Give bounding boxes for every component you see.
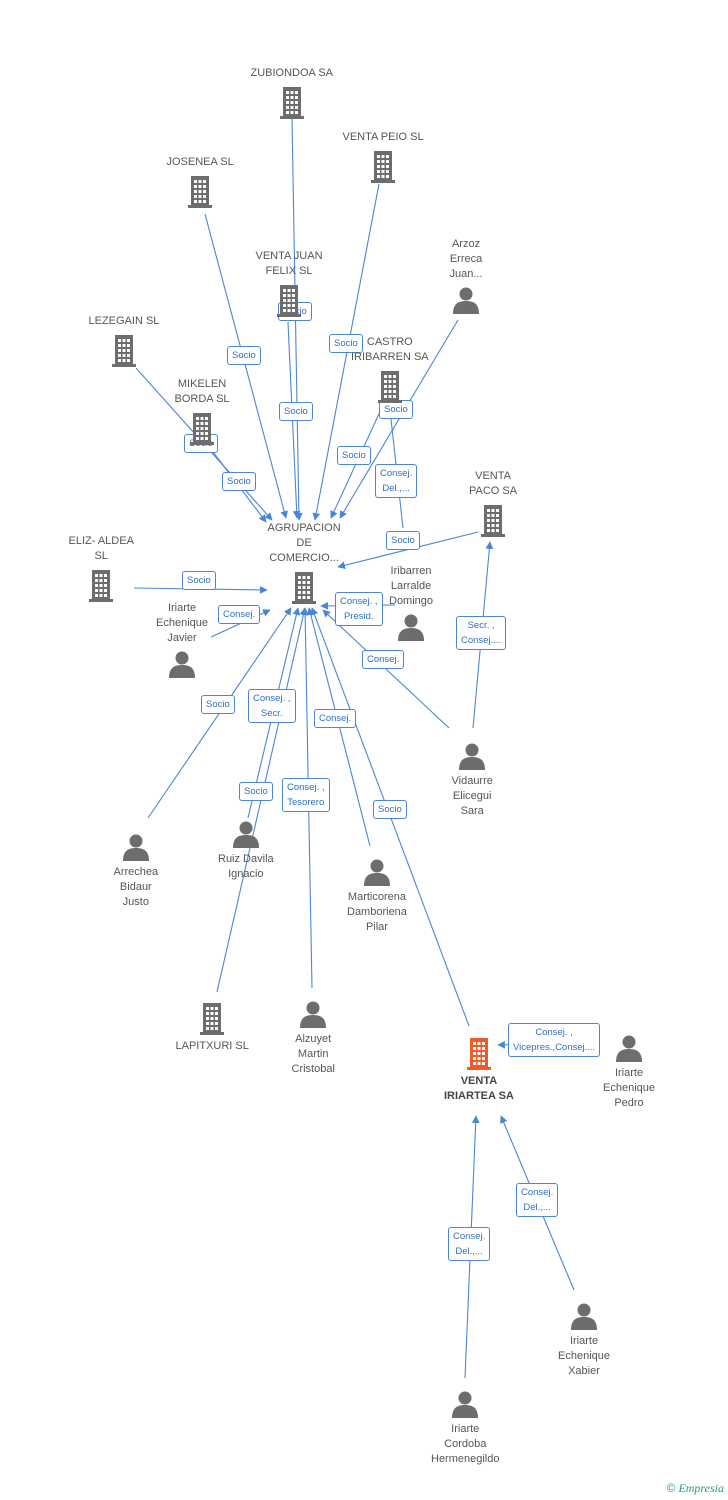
node-label: Alzuyet Martin Cristobal bbox=[291, 1033, 335, 1075]
node-label: AGRUPACION DE COMERCIO... bbox=[267, 522, 341, 564]
edge-label-iriarte_javier-to-agrupacion[interactable]: Consej. bbox=[218, 604, 261, 624]
node-label: Arrechea Bidaur Justo bbox=[113, 866, 159, 908]
edge-label-lezegain-to-agrupacion[interactable]: Socio bbox=[222, 471, 256, 491]
node-zubiondoa[interactable]: ZUBIONDOA SA bbox=[251, 66, 334, 81]
node-label: JOSENEA SL bbox=[166, 156, 234, 168]
building-icon bbox=[481, 503, 505, 542]
edge-label-josenea-to-agrupacion[interactable]: Socio bbox=[227, 345, 261, 365]
node-iriarte_xabier[interactable]: Iriarte Echenique Xabier bbox=[558, 1334, 610, 1379]
building-icon bbox=[467, 1036, 491, 1075]
person-icon bbox=[397, 613, 425, 646]
person-icon bbox=[122, 833, 150, 866]
edge-josenea-to-agrupacion bbox=[204, 213, 288, 519]
copyright-symbol: © bbox=[666, 1481, 676, 1495]
node-venta_peio[interactable]: VENTA PEIO SL bbox=[343, 130, 424, 145]
person-icon bbox=[363, 858, 391, 891]
node-label: Arzoz Erreca Juan... bbox=[449, 238, 483, 280]
node-alzuyet[interactable]: Alzuyet Martin Cristobal bbox=[292, 1032, 335, 1077]
building-icon bbox=[378, 369, 402, 408]
building-icon bbox=[89, 568, 113, 607]
node-label: Vidaurre Elicegui Sara bbox=[451, 775, 493, 817]
person-icon bbox=[452, 286, 480, 319]
building-icon bbox=[292, 570, 316, 609]
edge-label-eliz_aldea-to-agrupacion[interactable]: Socio bbox=[182, 570, 216, 590]
person-icon bbox=[458, 742, 486, 775]
node-eliz_aldea[interactable]: ELIZ- ALDEA SL bbox=[69, 534, 134, 564]
edge-label-arrechea-to-agrupacion[interactable]: Socio bbox=[201, 694, 235, 714]
node-iriarte_pedro[interactable]: Iriarte Echenique Pedro bbox=[603, 1066, 655, 1111]
node-ruiz[interactable]: Ruiz Davila Ignacio bbox=[218, 852, 274, 882]
node-label: VENTA PEIO SL bbox=[342, 131, 424, 143]
edge-label-venta_paco-to-agrupacion[interactable]: Socio bbox=[386, 530, 420, 550]
node-label: Iriarte Echenique Xabier bbox=[558, 1335, 610, 1377]
node-label: VENTA PACO SA bbox=[469, 470, 518, 497]
node-mikelen[interactable]: MIKELEN BORDA SL bbox=[175, 377, 230, 407]
node-label: VENTA JUAN FELIX SL bbox=[255, 250, 323, 277]
node-label: ZUBIONDOA SA bbox=[250, 67, 334, 79]
building-icon bbox=[277, 283, 301, 322]
edge-label-iriarte_xabier-to-venta_iriartea[interactable]: Consej. Del.,... bbox=[516, 1183, 559, 1217]
node-arrechea[interactable]: Arrechea Bidaur Justo bbox=[114, 865, 159, 910]
node-castro[interactable]: CASTRO IRIBARREN SA bbox=[351, 335, 429, 365]
edge-label-castro-to-agrupacion[interactable]: Socio bbox=[337, 445, 371, 465]
person-icon bbox=[232, 820, 260, 853]
node-label: Iriarte Echenique Javier bbox=[156, 602, 208, 644]
person-icon bbox=[570, 1302, 598, 1335]
edge-label-vidaurre-to-venta_paco[interactable]: Secr. , Consej.... bbox=[456, 616, 507, 650]
person-icon bbox=[168, 650, 196, 683]
node-venta_iriartea[interactable]: VENTA IRIARTEA SA bbox=[444, 1074, 514, 1104]
node-iriarte_javier[interactable]: Iriarte Echenique Javier bbox=[156, 601, 208, 646]
building-icon bbox=[280, 85, 304, 124]
edge-label-iriarte_pedro-to-venta_iriartea[interactable]: Consej. , Vicepres.,Consej.... bbox=[508, 1023, 601, 1057]
building-icon bbox=[200, 1001, 224, 1040]
person-icon bbox=[299, 1000, 327, 1033]
edge-venta_paco-to-agrupacion bbox=[337, 531, 479, 570]
node-label: Iriarte Cordoba Hermenegildo bbox=[431, 1423, 500, 1465]
edge-label-venta_peio-to-agrupacion[interactable]: Socio bbox=[329, 333, 363, 353]
edge-label-alzuyet-to-agrupacion[interactable]: Consej. , Tesorero bbox=[282, 778, 330, 812]
node-label: Marticorena Damboriena Pilar bbox=[347, 891, 407, 933]
node-lezegain[interactable]: LEZEGAIN SL bbox=[89, 314, 160, 329]
node-label: LEZEGAIN SL bbox=[88, 315, 160, 327]
node-label: VENTA IRIARTEA SA bbox=[444, 1075, 514, 1102]
footer-brand[interactable]: ©Empresia bbox=[667, 1481, 724, 1496]
edge-label-vidaurre-to-agrupacion[interactable]: Consej. bbox=[362, 649, 405, 669]
building-icon bbox=[190, 411, 214, 450]
person-icon bbox=[451, 1390, 479, 1423]
edge-label-iribarren-to-agrupacion[interactable]: Consej. , Presid. bbox=[335, 592, 383, 626]
node-vidaurre[interactable]: Vidaurre Elicegui Sara bbox=[452, 774, 493, 819]
edge-arzoz-to-agrupacion bbox=[339, 319, 459, 519]
node-agrupacion[interactable]: AGRUPACION DE COMERCIO... bbox=[268, 521, 341, 566]
node-label: Ruiz Davila Ignacio bbox=[218, 853, 274, 880]
node-iriarte_cordoba[interactable]: Iriarte Cordoba Hermenegildo bbox=[431, 1422, 499, 1467]
node-marticorena[interactable]: Marticorena Damboriena Pilar bbox=[347, 890, 407, 935]
node-venta_paco[interactable]: VENTA PACO SA bbox=[469, 469, 517, 499]
edge-iriarte_javier-to-agrupacion bbox=[210, 609, 271, 638]
edge-vidaurre-to-agrupacion bbox=[322, 609, 450, 729]
edge-label-iribarren-to-castro[interactable]: Consej. Del.,... bbox=[375, 464, 418, 498]
node-label: Iribarren Larralde Domingo bbox=[389, 565, 434, 607]
node-label: MIKELEN BORDA SL bbox=[174, 378, 230, 405]
node-label: LAPITXURI SL bbox=[175, 1040, 249, 1052]
building-icon bbox=[371, 149, 395, 188]
edge-label-ruiz-to-agrupacion[interactable]: Consej. , Secr. bbox=[248, 689, 296, 723]
edge-label-iriarte_cordoba-to-venta_iriartea[interactable]: Consej. Del.,... bbox=[448, 1227, 491, 1261]
edge-label-zubiondoa-to-agrupacion[interactable]: Socio bbox=[279, 401, 313, 421]
brand-name: Empresia bbox=[678, 1481, 724, 1495]
edge-label-lapitxuri-to-agrupacion[interactable]: Socio bbox=[239, 781, 273, 801]
node-label: Iriarte Echenique Pedro bbox=[603, 1067, 655, 1109]
edge-label-marticorena-to-agrupacion[interactable]: Consej. bbox=[314, 708, 357, 728]
node-josenea[interactable]: JOSENEA SL bbox=[167, 155, 234, 170]
node-iribarren[interactable]: Iribarren Larralde Domingo bbox=[389, 564, 433, 609]
node-lapitxuri[interactable]: LAPITXURI SL bbox=[176, 1039, 249, 1054]
edge-label-venta_iriartea-to-agrupacion[interactable]: Socio bbox=[373, 799, 407, 819]
building-icon bbox=[188, 174, 212, 213]
node-venta_juan_felix[interactable]: VENTA JUAN FELIX SL bbox=[256, 249, 323, 279]
node-label: ELIZ- ALDEA SL bbox=[68, 535, 134, 562]
node-arzoz[interactable]: Arzoz Erreca Juan... bbox=[450, 237, 483, 282]
building-icon bbox=[112, 333, 136, 372]
node-label: CASTRO IRIBARREN SA bbox=[351, 336, 429, 363]
person-icon bbox=[615, 1034, 643, 1067]
